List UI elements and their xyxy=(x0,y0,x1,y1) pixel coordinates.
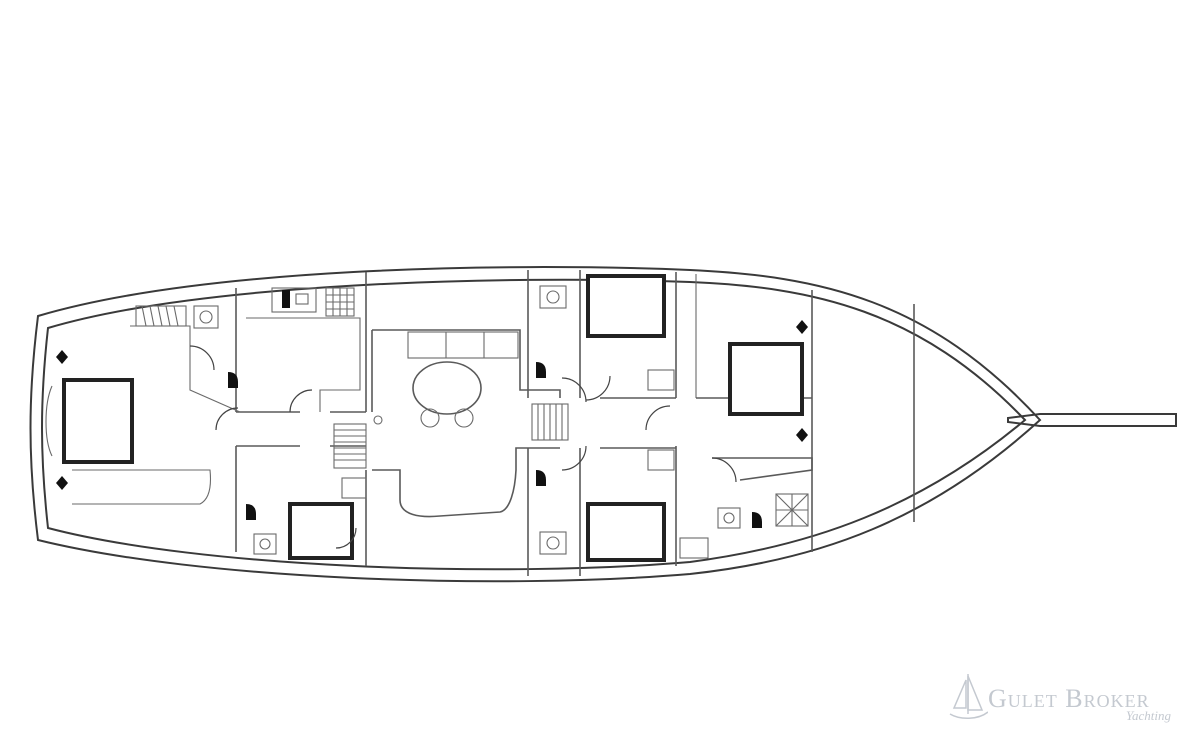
bed xyxy=(586,502,666,562)
washbasin xyxy=(193,285,741,555)
toilet xyxy=(228,362,762,528)
wardrobe xyxy=(135,305,709,559)
corridor-walls xyxy=(72,317,813,518)
bed xyxy=(288,502,354,560)
salon xyxy=(373,331,519,428)
galley-sink xyxy=(271,287,317,313)
shower xyxy=(775,493,809,527)
bed xyxy=(45,378,134,464)
sailboat-icon xyxy=(949,674,989,719)
hull-outline xyxy=(29,266,1042,583)
doors xyxy=(189,345,737,549)
brand-logo: Gulet Broker Yachting xyxy=(948,670,1188,730)
stairs xyxy=(333,403,569,469)
bed xyxy=(728,342,804,416)
brand-subtitle: Yachting xyxy=(1126,708,1172,723)
salon-chair xyxy=(420,408,440,428)
bed xyxy=(586,274,666,338)
salon-chair xyxy=(454,408,474,428)
bowsprit xyxy=(1007,413,1177,427)
bulkheads xyxy=(235,270,915,576)
inner-hull-outline xyxy=(41,278,1027,571)
salon-table xyxy=(412,361,482,415)
galley-stove xyxy=(325,287,355,317)
brand-name: Gulet Broker xyxy=(988,684,1150,713)
diamond-marker xyxy=(56,320,808,490)
